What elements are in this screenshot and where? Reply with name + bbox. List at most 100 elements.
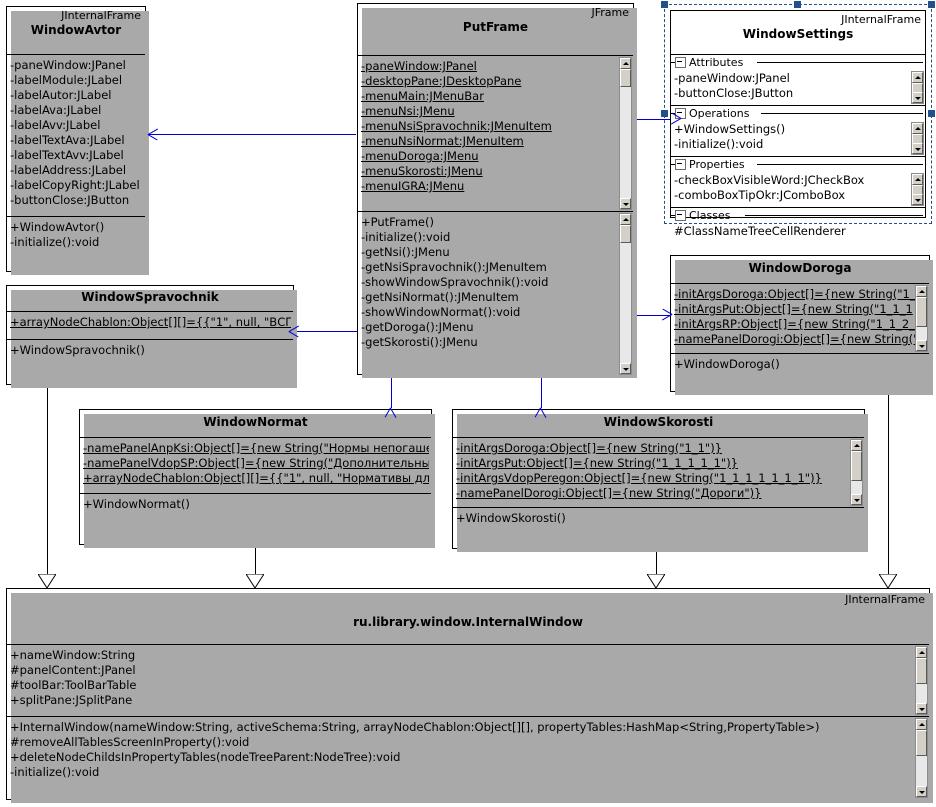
scrollbar-thumb[interactable] xyxy=(916,730,927,756)
operations-compartment-windowavtor[interactable]: +WindowAvtor() -initialize():void xyxy=(7,217,145,271)
link-putframe-windowsettings xyxy=(634,119,679,120)
group-header-classes[interactable]: Classes xyxy=(671,208,925,223)
scroll-up-icon[interactable] xyxy=(916,647,927,658)
attribute-item: -menuMain:JMenuBar xyxy=(361,89,484,103)
attribute-item: -menuDoroga:JMenu xyxy=(361,149,479,163)
attribute-item: +arrayNodeChablon:Object[][]={{"1", null… xyxy=(10,315,291,329)
class-name-label: WindowSpravochnik xyxy=(81,290,219,304)
operations-scrollbar-internalwindow[interactable] xyxy=(915,718,928,798)
link-putframe-windowdoroga xyxy=(620,315,670,316)
scroll-down-icon[interactable] xyxy=(912,194,923,205)
class-box-windowavtor[interactable]: JInternalFrame WindowAvtor -paneWindow:J… xyxy=(6,6,149,275)
selection-handle-top-center[interactable] xyxy=(794,1,801,8)
operation-item: +PutFrame() xyxy=(361,215,434,229)
link-putframe-windowskorosti xyxy=(541,375,542,408)
attributes-compartment-internalwindow[interactable]: +nameWindow:String #panelContent:JPanel … xyxy=(7,645,929,717)
group-rule-left xyxy=(671,62,676,63)
selection-handle-top-right[interactable] xyxy=(928,1,935,8)
scrollbar-thumb[interactable] xyxy=(916,297,927,327)
scroll-up-icon[interactable] xyxy=(620,58,631,69)
operations-compartment-windownormat[interactable]: +WindowNormat() xyxy=(80,494,431,544)
operation-item: -initialize():void xyxy=(10,765,100,779)
attributes-compartment-putframe[interactable]: -paneWindow:JPanel -desktopPane:JDesktop… xyxy=(358,56,633,212)
class-box-putframe[interactable]: JFrame PutFrame -paneWindow:JPanel -desk… xyxy=(357,3,637,378)
selection-handle-middle-left[interactable] xyxy=(661,110,668,117)
operations-compartment-windowspravochnik[interactable]: +WindowSpravochnik() xyxy=(7,340,293,384)
group-header-operations[interactable]: Operations xyxy=(671,106,925,121)
operations-scrollbar-putframe[interactable] xyxy=(619,213,632,375)
attributes-compartment-windowspravochnik[interactable]: +arrayNodeChablon:Object[][]={{"1", null… xyxy=(7,312,293,340)
gen-triangle-skorosti xyxy=(647,574,665,588)
class-box-windowspravochnik[interactable]: WindowSpravochnik +arrayNodeChablon:Obje… xyxy=(6,285,297,388)
class-box-windowsettings[interactable]: JInternalFrame WindowSettings Attributes… xyxy=(670,10,926,238)
scroll-down-icon[interactable] xyxy=(620,363,631,374)
attributes-scrollbar-internalwindow[interactable] xyxy=(915,646,928,715)
attributes-compartment-windowskorosti[interactable]: -initArgsDoroga:Object[]={new String("1_… xyxy=(453,438,864,508)
scroll-down-icon[interactable] xyxy=(851,494,862,505)
class-box-windowdoroga[interactable]: WindowDoroga -initArgsDoroga:Object[]={n… xyxy=(670,255,933,395)
scroll-down-icon[interactable] xyxy=(916,786,927,797)
scroll-down-icon[interactable] xyxy=(916,340,927,351)
properties-compartment-windowsettings[interactable]: -checkBoxVisibleWord:JCheckBox -comboBox… xyxy=(671,172,925,208)
operations-compartment-putframe[interactable]: +PutFrame() -initialize():void -getNsi()… xyxy=(358,212,633,376)
attributes-scrollbar-windowskorosti[interactable] xyxy=(850,439,863,506)
attribute-item: -initArgsDoroga:Object[]={new String("1_ xyxy=(674,287,916,301)
scroll-down-icon[interactable] xyxy=(620,198,631,209)
class-header-windownormat: WindowNormat xyxy=(80,410,431,438)
gen-line-normat xyxy=(255,545,256,574)
scroll-up-icon[interactable] xyxy=(916,286,927,297)
attributes-scrollbar-windowsettings[interactable] xyxy=(911,71,924,104)
attributes-compartment-windowdoroga[interactable]: -initArgsDoroga:Object[]={new String("1_… xyxy=(671,284,929,354)
operations-compartment-internalwindow[interactable]: +InternalWindow(nameWindow:String, activ… xyxy=(7,717,929,799)
operation-item: +WindowDoroga() xyxy=(674,357,780,371)
attributes-compartment-windownormat[interactable]: -namePanelAnpKsi:Object[]={new String("Н… xyxy=(80,438,431,494)
operations-compartment-windowskorosti[interactable]: +WindowSkorosti() xyxy=(453,508,864,548)
scrollbar-thumb[interactable] xyxy=(916,658,927,684)
scroll-down-icon[interactable] xyxy=(912,92,923,103)
scroll-up-icon[interactable] xyxy=(916,719,927,730)
scrollbar-thumb[interactable] xyxy=(620,225,631,243)
collapse-minus-icon[interactable] xyxy=(675,159,686,170)
scroll-up-icon[interactable] xyxy=(912,72,923,83)
operations-compartment-windowsettings[interactable]: +WindowSettings() -initialize():void xyxy=(671,121,925,157)
scrollbar-thumb[interactable] xyxy=(851,451,862,481)
collapse-minus-icon[interactable] xyxy=(675,57,686,68)
link-putframe-windowspravochnik xyxy=(289,331,357,332)
attribute-item: +nameWindow:String xyxy=(10,648,136,662)
operations-scrollbar-windowsettings[interactable] xyxy=(911,122,924,155)
scroll-up-icon[interactable] xyxy=(912,174,923,185)
group-label: Classes xyxy=(689,209,731,222)
selection-handle-middle-right[interactable] xyxy=(928,110,935,117)
scroll-up-icon[interactable] xyxy=(620,214,631,225)
operation-item: -getNsiNormat():JMenuItem xyxy=(361,290,519,304)
scroll-down-icon[interactable] xyxy=(916,703,927,714)
collapse-minus-icon[interactable] xyxy=(675,210,686,221)
class-name-label: PutFrame xyxy=(462,20,529,34)
class-box-internalwindow[interactable]: JInternalFrame ru.library.window.Interna… xyxy=(6,588,933,803)
scrollbar-thumb[interactable] xyxy=(620,69,631,87)
attributes-compartment-windowsettings[interactable]: -paneWindow:JPanel -buttonClose:JButton xyxy=(671,70,925,106)
properties-scrollbar-windowsettings[interactable] xyxy=(911,173,924,206)
operations-compartment-windowdoroga[interactable]: +WindowDoroga() xyxy=(671,354,929,391)
attributes-scrollbar-putframe[interactable] xyxy=(619,57,632,210)
attribute-item: -labelTextAvv:JLabel xyxy=(10,148,124,162)
group-header-attributes[interactable]: Attributes xyxy=(671,55,925,70)
class-box-windownormat[interactable]: WindowNormat -namePanelAnpKsi:Object[]={… xyxy=(79,409,435,548)
attributes-compartment-windowavtor[interactable]: -paneWindow:JPanel -labelModule:JLabel -… xyxy=(7,55,145,217)
attributes-scrollbar-windowdoroga[interactable] xyxy=(915,285,928,352)
attribute-item: -namePanelAnpKsi:Object[]={new String("Н… xyxy=(83,441,429,455)
attribute-item: -labelAva:JLabel xyxy=(10,103,102,117)
classes-compartment-windowsettings[interactable]: #ClassNameTreeCellRenderer xyxy=(671,223,925,243)
scroll-up-icon[interactable] xyxy=(912,123,923,134)
scroll-up-icon[interactable] xyxy=(851,440,862,451)
group-rule-right xyxy=(761,113,923,114)
link-putframe-windowavtor xyxy=(148,134,356,135)
class-name-label: ru.library.window.InternalWindow xyxy=(353,615,583,629)
class-box-windowskorosti[interactable]: WindowSkorosti -initArgsDoroga:Object[]=… xyxy=(452,409,868,552)
selection-handle-top-left[interactable] xyxy=(661,1,668,8)
scroll-down-icon[interactable] xyxy=(912,143,923,154)
attribute-item: -buttonClose:JButton xyxy=(10,193,130,207)
class-name-label: WindowAvtor xyxy=(30,23,122,37)
group-header-properties[interactable]: Properties xyxy=(671,157,925,172)
attribute-item: -menuIGRA:JMenu xyxy=(361,179,465,193)
